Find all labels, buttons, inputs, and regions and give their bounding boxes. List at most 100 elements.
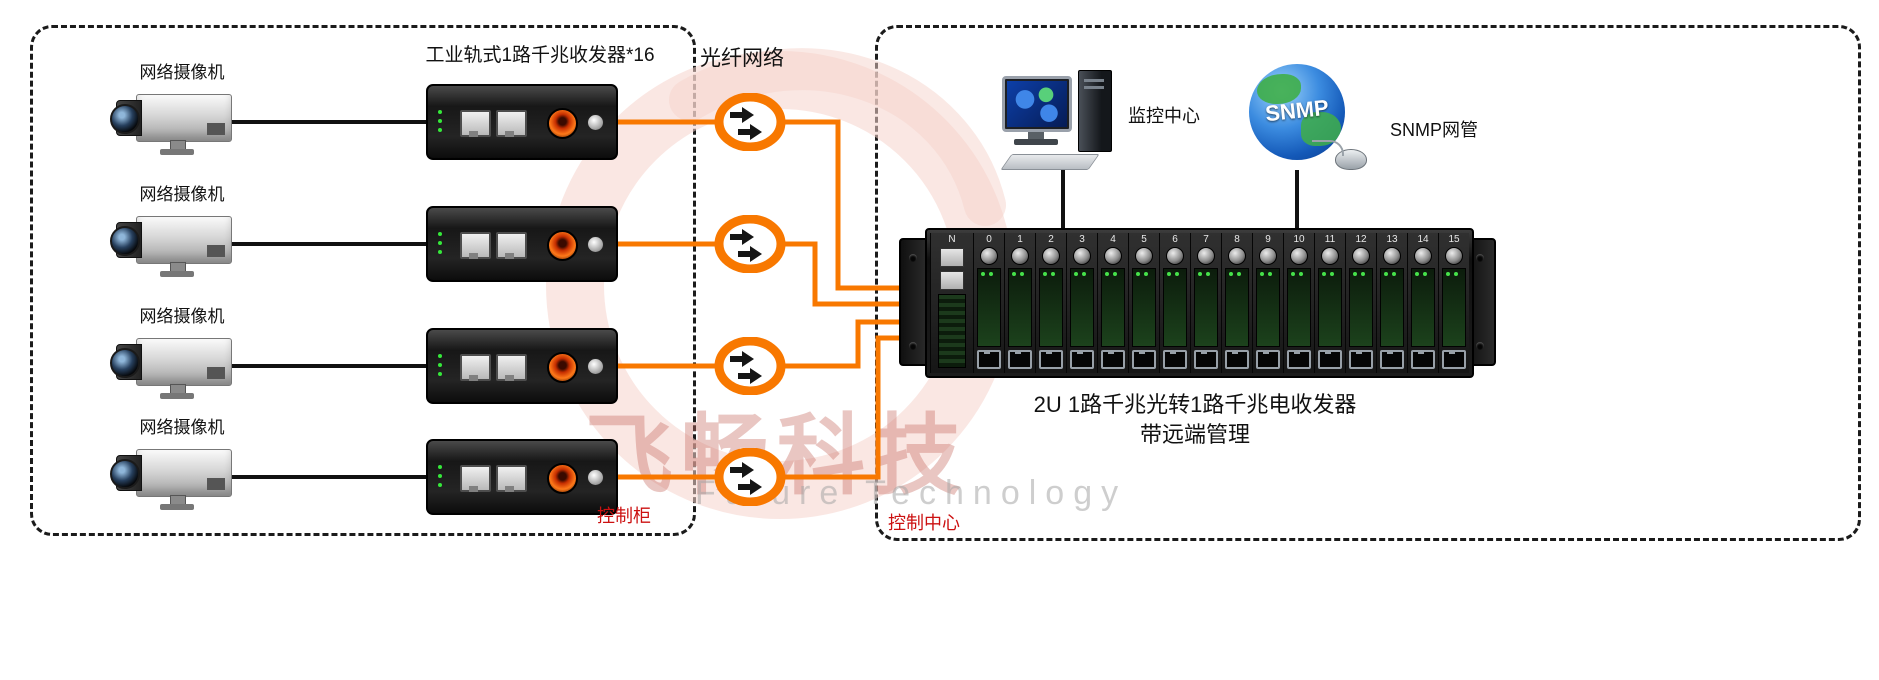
rj45-port-icon [496,354,527,381]
status-led-icons [438,232,442,254]
rack-caption-line1: 2U 1路千兆光转1路千兆电收发器 [1033,392,1357,417]
rack-converter-slot: 13 [1376,233,1407,373]
fiber-port-icon [547,230,578,261]
rack-slot-number: 1 [1017,234,1023,245]
fiber-network-label: 光纤网络 [700,47,784,70]
rack-slot-number: 14 [1417,234,1429,245]
camera-body [136,94,232,142]
fiber-connector-icon [1259,247,1277,265]
rack-caption: 2U 1路千兆光转1路千兆电收发器 带远端管理 [975,390,1415,449]
rack-converter-slot: 2 [1035,233,1066,373]
fiber-connector-icon [1104,247,1122,265]
fiber-connector-icon [1197,247,1215,265]
converter-card [1287,268,1311,347]
converter-card [1380,268,1404,347]
monitor-base [1014,139,1058,145]
fiber-connector-icon [980,247,998,265]
monitor-screen [1002,76,1072,132]
rack-converter-slot: 0 [973,233,1004,373]
media-converter [426,328,618,404]
rack-converter-slot: 4 [1097,233,1128,373]
rack-converter-slot: 12 [1345,233,1376,373]
fiber-connector-icon [1414,247,1432,265]
status-led-icons [438,465,442,487]
rj45-port-icon [1039,350,1063,369]
rj45-port-icon [1287,350,1311,369]
ip-camera [108,439,238,515]
status-led-icons [438,110,442,132]
fiber-connector-icon [1352,247,1370,265]
rj45-port-icon [496,465,527,492]
converter-card [1070,268,1094,347]
rack-slot-number: 13 [1386,234,1398,245]
rj45-port-icon [460,110,491,137]
rack-converter-slot: 5 [1128,233,1159,373]
converter-card [1163,268,1187,347]
converter-card [1318,268,1342,347]
converter-card [1132,268,1156,347]
rj45-port-icon [496,232,527,259]
pc-tower [1078,70,1112,152]
converter-card [1194,268,1218,347]
media-converter [426,439,618,515]
rack-converter-slot: 11 [1314,233,1345,373]
camera-label: 网络摄像机 [139,307,225,326]
camera-lens-icon [110,104,140,134]
camera-body [136,449,232,497]
mgmt-rj45-port-icon [940,248,964,267]
media-converter [426,206,618,282]
rj45-port-icon [1442,350,1466,369]
rack-slot-number: 3 [1079,234,1085,245]
camera-lens-icon [110,459,140,489]
rack-converter-slot: 7 [1190,233,1221,373]
rj45-port-icon [1163,350,1187,369]
converter-card [1101,268,1125,347]
rack-slot-number: 5 [1141,234,1147,245]
camera-base [160,149,194,155]
converter-card [1225,268,1249,347]
camera-label: 网络摄像机 [139,418,225,437]
mgmt-led-block [938,294,966,368]
fiber-ring-icon [714,92,786,152]
control-cabinet-label: 控制柜 [597,506,651,526]
snmp-globe: SNMP [1243,62,1367,170]
fiber-port-icon [547,463,578,494]
rack-slot-number: 4 [1110,234,1116,245]
globe-icon: SNMP [1249,64,1345,160]
rack-converter-slot: 1 [1004,233,1035,373]
rack-slot-number: 11 [1324,234,1336,245]
rack-converter-slot: 8 [1221,233,1252,373]
fiber-connector-icon [1042,247,1060,265]
camera-label: 网络摄像机 [139,185,225,204]
snmp-globe-text: SNMP [1264,94,1330,127]
fiber-ring-icon [714,336,786,396]
status-led-icons [438,354,442,376]
rj45-port-icon [496,110,527,137]
rj45-port-icon [1101,350,1125,369]
fiber-connector-icon [1011,247,1029,265]
rj45-port-icon [1132,350,1156,369]
control-center-label: 控制中心 [888,513,960,533]
rack-slot-number: 12 [1355,234,1367,245]
rack-converter-slot: 14 [1407,233,1438,373]
rj45-port-icon [1411,350,1435,369]
converter-card [1349,268,1373,347]
monitor-center-label: 监控中心 [1128,106,1200,126]
aux-port-icon [587,236,604,253]
aux-port-icon [587,114,604,131]
converter-card [977,268,1001,347]
converter-card [1411,268,1435,347]
rack-converter-slot: 9 [1252,233,1283,373]
rack-slot-number: N [948,234,956,245]
fiber-connector-icon [1228,247,1246,265]
fiber-connector-icon [1135,247,1153,265]
rack-slot-number: 15 [1448,234,1460,245]
mouse-icon [1312,140,1367,170]
rj45-port-icon [1194,350,1218,369]
world-map-screen [1007,81,1067,127]
converter-card [1039,268,1063,347]
rack-slot-number: 8 [1234,234,1240,245]
ip-camera [108,328,238,404]
rack-management-slot: N [930,233,973,373]
